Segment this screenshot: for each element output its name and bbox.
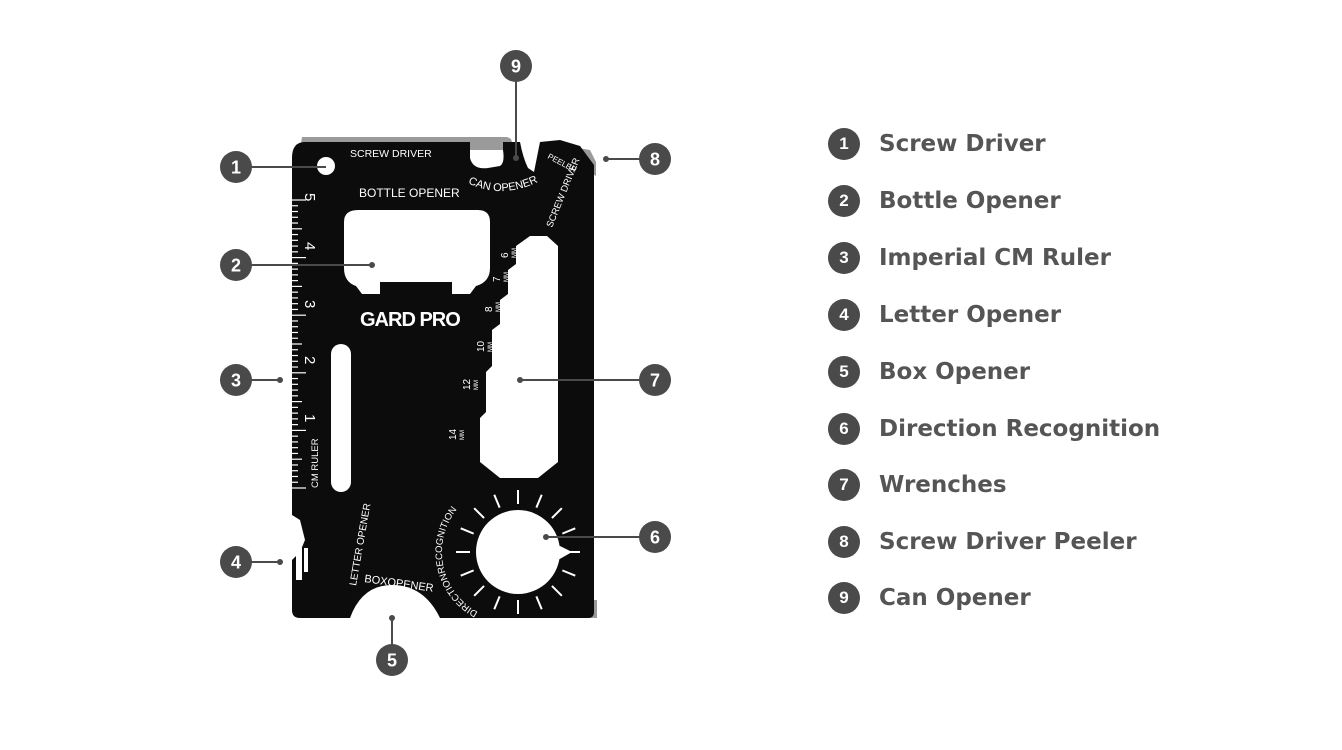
- compass-tick: [535, 595, 543, 610]
- callout-1: 1: [220, 151, 252, 183]
- callout-3: 3: [220, 364, 252, 396]
- compass-tick: [535, 494, 543, 509]
- svg-text:8: 8: [484, 306, 495, 312]
- compass-pointer: [558, 545, 572, 560]
- svg-text:3: 3: [231, 371, 241, 391]
- legend-item-wrenches: 7 Wrenches: [828, 469, 1007, 501]
- legend-label: Imperial CM Ruler: [879, 245, 1111, 271]
- legend-badge: 4: [828, 299, 860, 331]
- letter-opener-slot-2: [304, 548, 308, 572]
- svg-text:MM: MM: [512, 248, 518, 258]
- long-slot: [331, 344, 351, 492]
- legend-label: Can Opener: [879, 585, 1031, 611]
- letter-opener-slot: [296, 548, 302, 580]
- compass-tick: [551, 585, 563, 597]
- wrench-cutout: [480, 236, 558, 478]
- svg-text:2: 2: [231, 256, 241, 276]
- ruler-ticks: [292, 199, 306, 489]
- legend-item-can-opener: 9 Can Opener: [828, 582, 1031, 614]
- legend-item-direction-recognition: 6 Direction Recognition: [828, 413, 1160, 445]
- svg-text:MM: MM: [504, 272, 510, 282]
- compass-tick: [561, 527, 576, 535]
- bottle-opener-cutout: [344, 210, 490, 294]
- svg-text:9: 9: [511, 57, 521, 77]
- wrench-size-7: 7 MM: [492, 272, 510, 282]
- leader-dots: [277, 155, 609, 621]
- legend-item-letter-opener: 4 Letter Opener: [828, 299, 1061, 331]
- legend-label: Letter Opener: [879, 302, 1062, 328]
- callout-6: 6: [639, 521, 671, 553]
- callout-2: 2: [220, 249, 252, 281]
- compass-tick: [551, 507, 563, 519]
- legend-badge: 1: [828, 128, 860, 160]
- compass-tick: [460, 569, 475, 577]
- svg-text:5: 5: [387, 651, 397, 671]
- svg-text:MM: MM: [488, 342, 494, 352]
- wrench-size-14: 14 MM: [448, 428, 466, 440]
- svg-text:7: 7: [650, 371, 660, 391]
- svg-text:8: 8: [650, 150, 660, 170]
- legend-badge: 7: [828, 469, 860, 501]
- legend-label: Direction Recognition: [879, 416, 1161, 442]
- legend-label: Wrenches: [879, 472, 1007, 498]
- label-cm-ruler: CM RULER: [310, 438, 321, 488]
- compass-ticks: [456, 490, 580, 614]
- legend-badge: 5: [828, 356, 860, 388]
- compass-tick: [473, 585, 485, 597]
- legend-badge: 2: [828, 185, 860, 217]
- legend-item-screw-driver-peeler: 8 Screw Driver Peeler: [828, 526, 1137, 558]
- wrench-size-6: 6 MM: [500, 248, 518, 258]
- legend-badge: 8: [828, 526, 860, 558]
- legend-label: Bottle Opener: [879, 188, 1061, 214]
- svg-text:14: 14: [448, 428, 459, 440]
- legend-badge: 6: [828, 413, 860, 445]
- legend-badge: 3: [828, 242, 860, 274]
- ruler-number-2: 2: [301, 356, 318, 364]
- ruler-number-4: 4: [301, 242, 318, 250]
- svg-text:4: 4: [231, 553, 241, 573]
- brand-logo: GARD PRO: [360, 309, 460, 331]
- legend-item-box-opener: 5 Box Opener: [828, 356, 1030, 388]
- ruler-number-5: 5: [301, 193, 318, 201]
- compass-tick: [473, 507, 485, 519]
- label-screw-driver: SCREW DRIVER: [350, 148, 432, 160]
- svg-text:MM: MM: [460, 430, 466, 440]
- callout-4: 4: [220, 546, 252, 578]
- ruler-number-3: 3: [301, 300, 318, 308]
- svg-text:1: 1: [231, 158, 241, 178]
- compass-tick: [460, 527, 475, 535]
- callout-7: 7: [639, 364, 671, 396]
- legend-item-bottle-opener: 2 Bottle Opener: [828, 185, 1061, 217]
- svg-text:7: 7: [492, 276, 503, 282]
- svg-text:6: 6: [500, 252, 511, 258]
- legend-label: Box Opener: [879, 359, 1031, 385]
- callout-8: 8: [639, 143, 671, 175]
- compass-tick: [561, 569, 576, 577]
- callout-5: 5: [376, 644, 408, 676]
- compass-tick: [493, 494, 501, 509]
- compass-circle: [476, 510, 560, 594]
- svg-text:6: 6: [650, 528, 660, 548]
- svg-text:MM: MM: [474, 380, 480, 390]
- ruler-number-1: 1: [301, 414, 318, 422]
- legend-badge: 9: [828, 582, 860, 614]
- legend-label: Screw Driver Peeler: [879, 529, 1137, 555]
- svg-text:10: 10: [476, 340, 487, 352]
- legend-item-imperial-cm-ruler: 3 Imperial CM Ruler: [828, 242, 1111, 274]
- svg-text:MM: MM: [496, 302, 502, 312]
- wrench-size-12: 12 MM: [462, 378, 480, 390]
- compass-tick: [493, 595, 501, 610]
- multitool-card: SCREW DRIVER BOTTLE OPENER GARD PRO CAN …: [292, 137, 597, 619]
- wrench-size-8: 8 MM: [484, 302, 502, 312]
- wrench-size-10: 10 MM: [476, 340, 494, 352]
- label-bottle-opener: BOTTLE OPENER: [359, 186, 460, 200]
- callout-9: 9: [500, 50, 532, 82]
- legend-label: Screw Driver: [879, 131, 1046, 157]
- svg-text:12: 12: [462, 378, 473, 390]
- legend-item-screw-driver: 1 Screw Driver: [828, 128, 1046, 160]
